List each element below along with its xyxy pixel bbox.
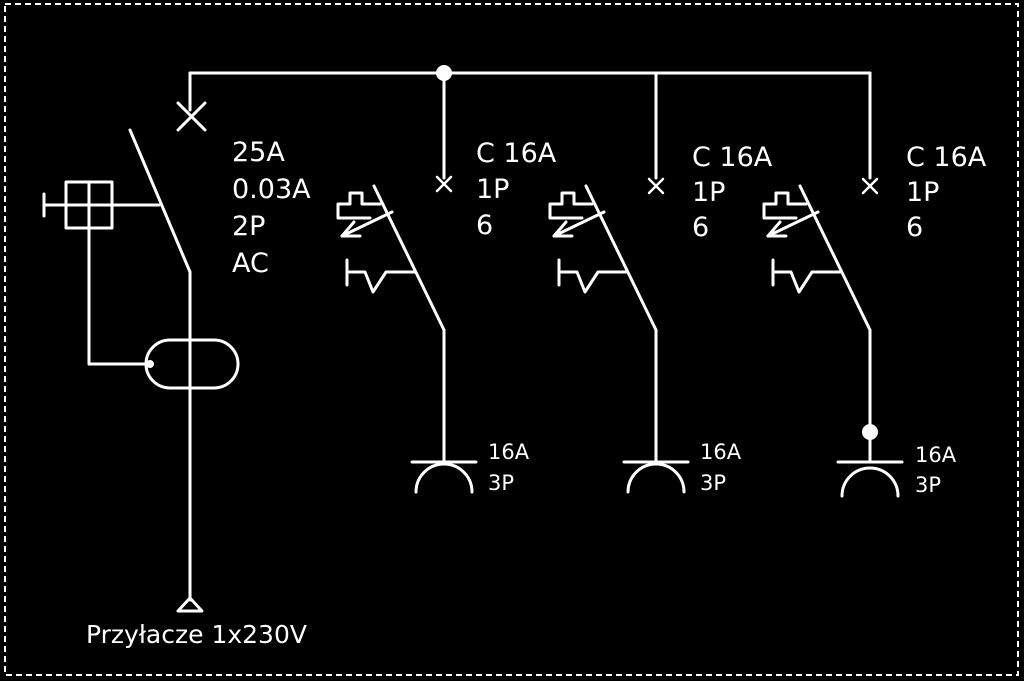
socket-3-symbol [836,424,904,498]
supply-label: Przyłacze 1x230V [86,620,307,649]
rcd-rating-current: 25A [232,137,285,168]
busbar [188,65,872,81]
breaker-2-ratings: C 16A 1P 6 [692,142,773,243]
socket-2-ratings: 16A 3P [700,440,742,495]
breaker-1-poles: 1P [476,174,509,205]
rcd-rating-poles: 2P [232,211,265,242]
breaker-2-poles: 1P [692,177,725,208]
socket-3-rating: 16A [915,443,957,467]
rcd-rating-sensitivity: 0.03A [232,174,311,205]
breaker-2-rating: C 16A [692,142,773,173]
socket-1-poles: 3P [488,471,514,495]
socket-1-rating: 16A [488,440,530,464]
breaker-2-symbol [548,71,665,432]
breaker-3-symbol [762,71,879,432]
breaker-3-rating: C 16A [906,142,987,173]
socket-3-poles: 3P [915,473,941,497]
breaker-2-capacity: 6 [692,212,709,243]
rcd-ratings: 25A 0.03A 2P AC [232,137,311,279]
socket-2-rating: 16A [700,440,742,464]
socket-2-symbol [622,428,690,494]
socket-3-ratings: 16A 3P [915,443,957,497]
socket-2-poles: 3P [700,471,726,495]
breaker-1-capacity: 6 [476,210,493,241]
breaker-3-capacity: 6 [906,212,923,243]
breaker-3-ratings: C 16A 1P 6 [906,142,987,243]
socket-1-symbol [410,428,478,494]
rcd-rating-type: AC [232,248,269,279]
breaker-1-symbol [336,71,453,432]
breaker-3-poles: 1P [906,177,939,208]
socket-1-ratings: 16A 3P [488,440,530,495]
breaker-1-rating: C 16A [476,138,557,169]
breaker-1-ratings: C 16A 1P 6 [476,138,557,241]
rcd-symbol [42,71,240,613]
diagram-frame [4,3,1019,676]
